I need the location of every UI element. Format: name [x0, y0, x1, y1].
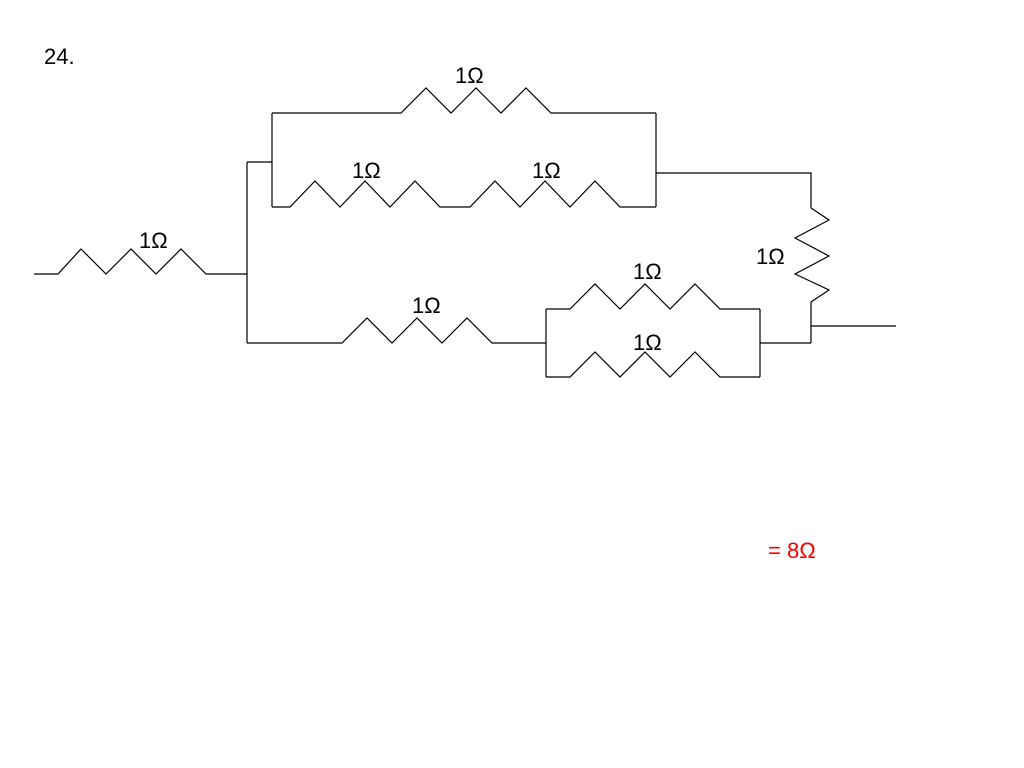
resistor-top-label: 1Ω — [455, 63, 484, 88]
answer-text: = 8Ω — [768, 538, 816, 563]
problem-number: 24. — [44, 44, 75, 69]
resistor-right-label: 1Ω — [756, 244, 785, 269]
resistor-top — [272, 87, 656, 114]
upper-block-output-wire — [656, 172, 812, 208]
resistor-mid-b-label: 1Ω — [532, 158, 561, 183]
resistor-par-top — [546, 283, 760, 310]
resistor-bottom-label: 1Ω — [412, 293, 441, 318]
resistor-right — [793, 207, 831, 343]
resistor-mid-a-label: 1Ω — [352, 158, 381, 183]
resistor-par-bottom-label: 1Ω — [633, 330, 662, 355]
resistor-mid-series — [272, 180, 656, 208]
resistor-left — [34, 248, 247, 275]
resistor-par-bottom — [546, 351, 760, 378]
resistor-par-top-label: 1Ω — [633, 259, 662, 284]
resistor-bottom — [247, 317, 546, 344]
resistor-left-label: 1Ω — [139, 228, 168, 253]
